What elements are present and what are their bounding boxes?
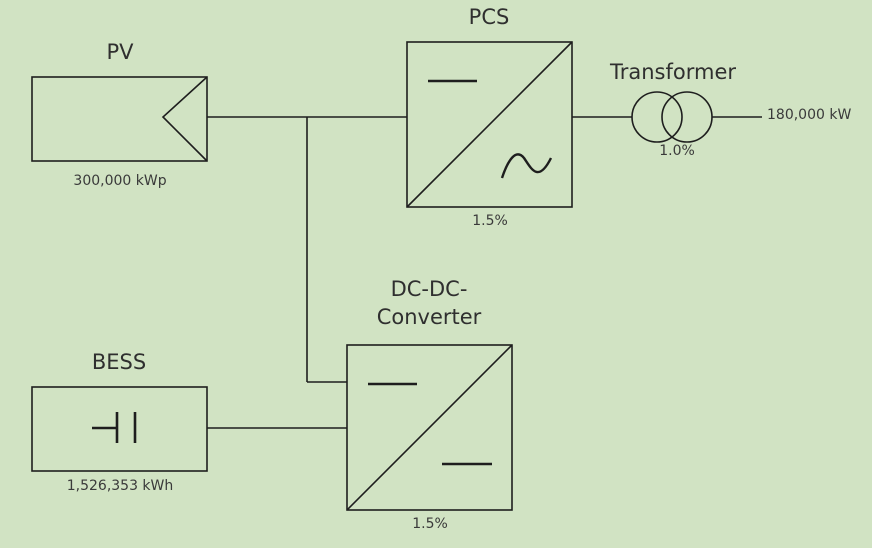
pcs-box bbox=[406, 41, 573, 208]
bess-box bbox=[31, 386, 208, 472]
transformer-icon bbox=[631, 91, 713, 143]
dc-ac-inverter-icon bbox=[406, 41, 573, 208]
transformer-coil-left bbox=[631, 91, 683, 143]
pcs-title: PCS bbox=[468, 5, 510, 29]
pcs-loss: 1.5% bbox=[472, 213, 508, 229]
dcdc-loss: 1.5% bbox=[412, 516, 448, 532]
wiring bbox=[207, 116, 762, 429]
pv-box bbox=[31, 76, 208, 162]
dcdc-diagonal bbox=[346, 344, 513, 511]
pcs-ac-symbol bbox=[500, 153, 553, 179]
pv-capacity: 300,000 kWp bbox=[73, 173, 167, 189]
dc-dc-converter-icon bbox=[346, 344, 513, 511]
pv-symbol bbox=[161, 76, 208, 162]
transformer-loss: 1.0% bbox=[659, 143, 695, 159]
dcdc-title-text: DC-DC- Converter bbox=[376, 277, 482, 329]
grid-limit: 180,000 kW bbox=[767, 107, 852, 123]
battery-icon bbox=[31, 386, 208, 472]
bess-capacity: 1,526,353 kWh bbox=[66, 478, 174, 494]
pv-generator-icon bbox=[31, 76, 208, 162]
transformer-coil-right bbox=[661, 91, 713, 143]
transformer-title: Transformer bbox=[609, 60, 737, 84]
bess-title: BESS bbox=[91, 350, 147, 374]
pv-title: PV bbox=[106, 40, 134, 64]
dcdc-title: DC-DC- Converter bbox=[349, 275, 509, 331]
pcs-diagonal bbox=[406, 41, 573, 208]
